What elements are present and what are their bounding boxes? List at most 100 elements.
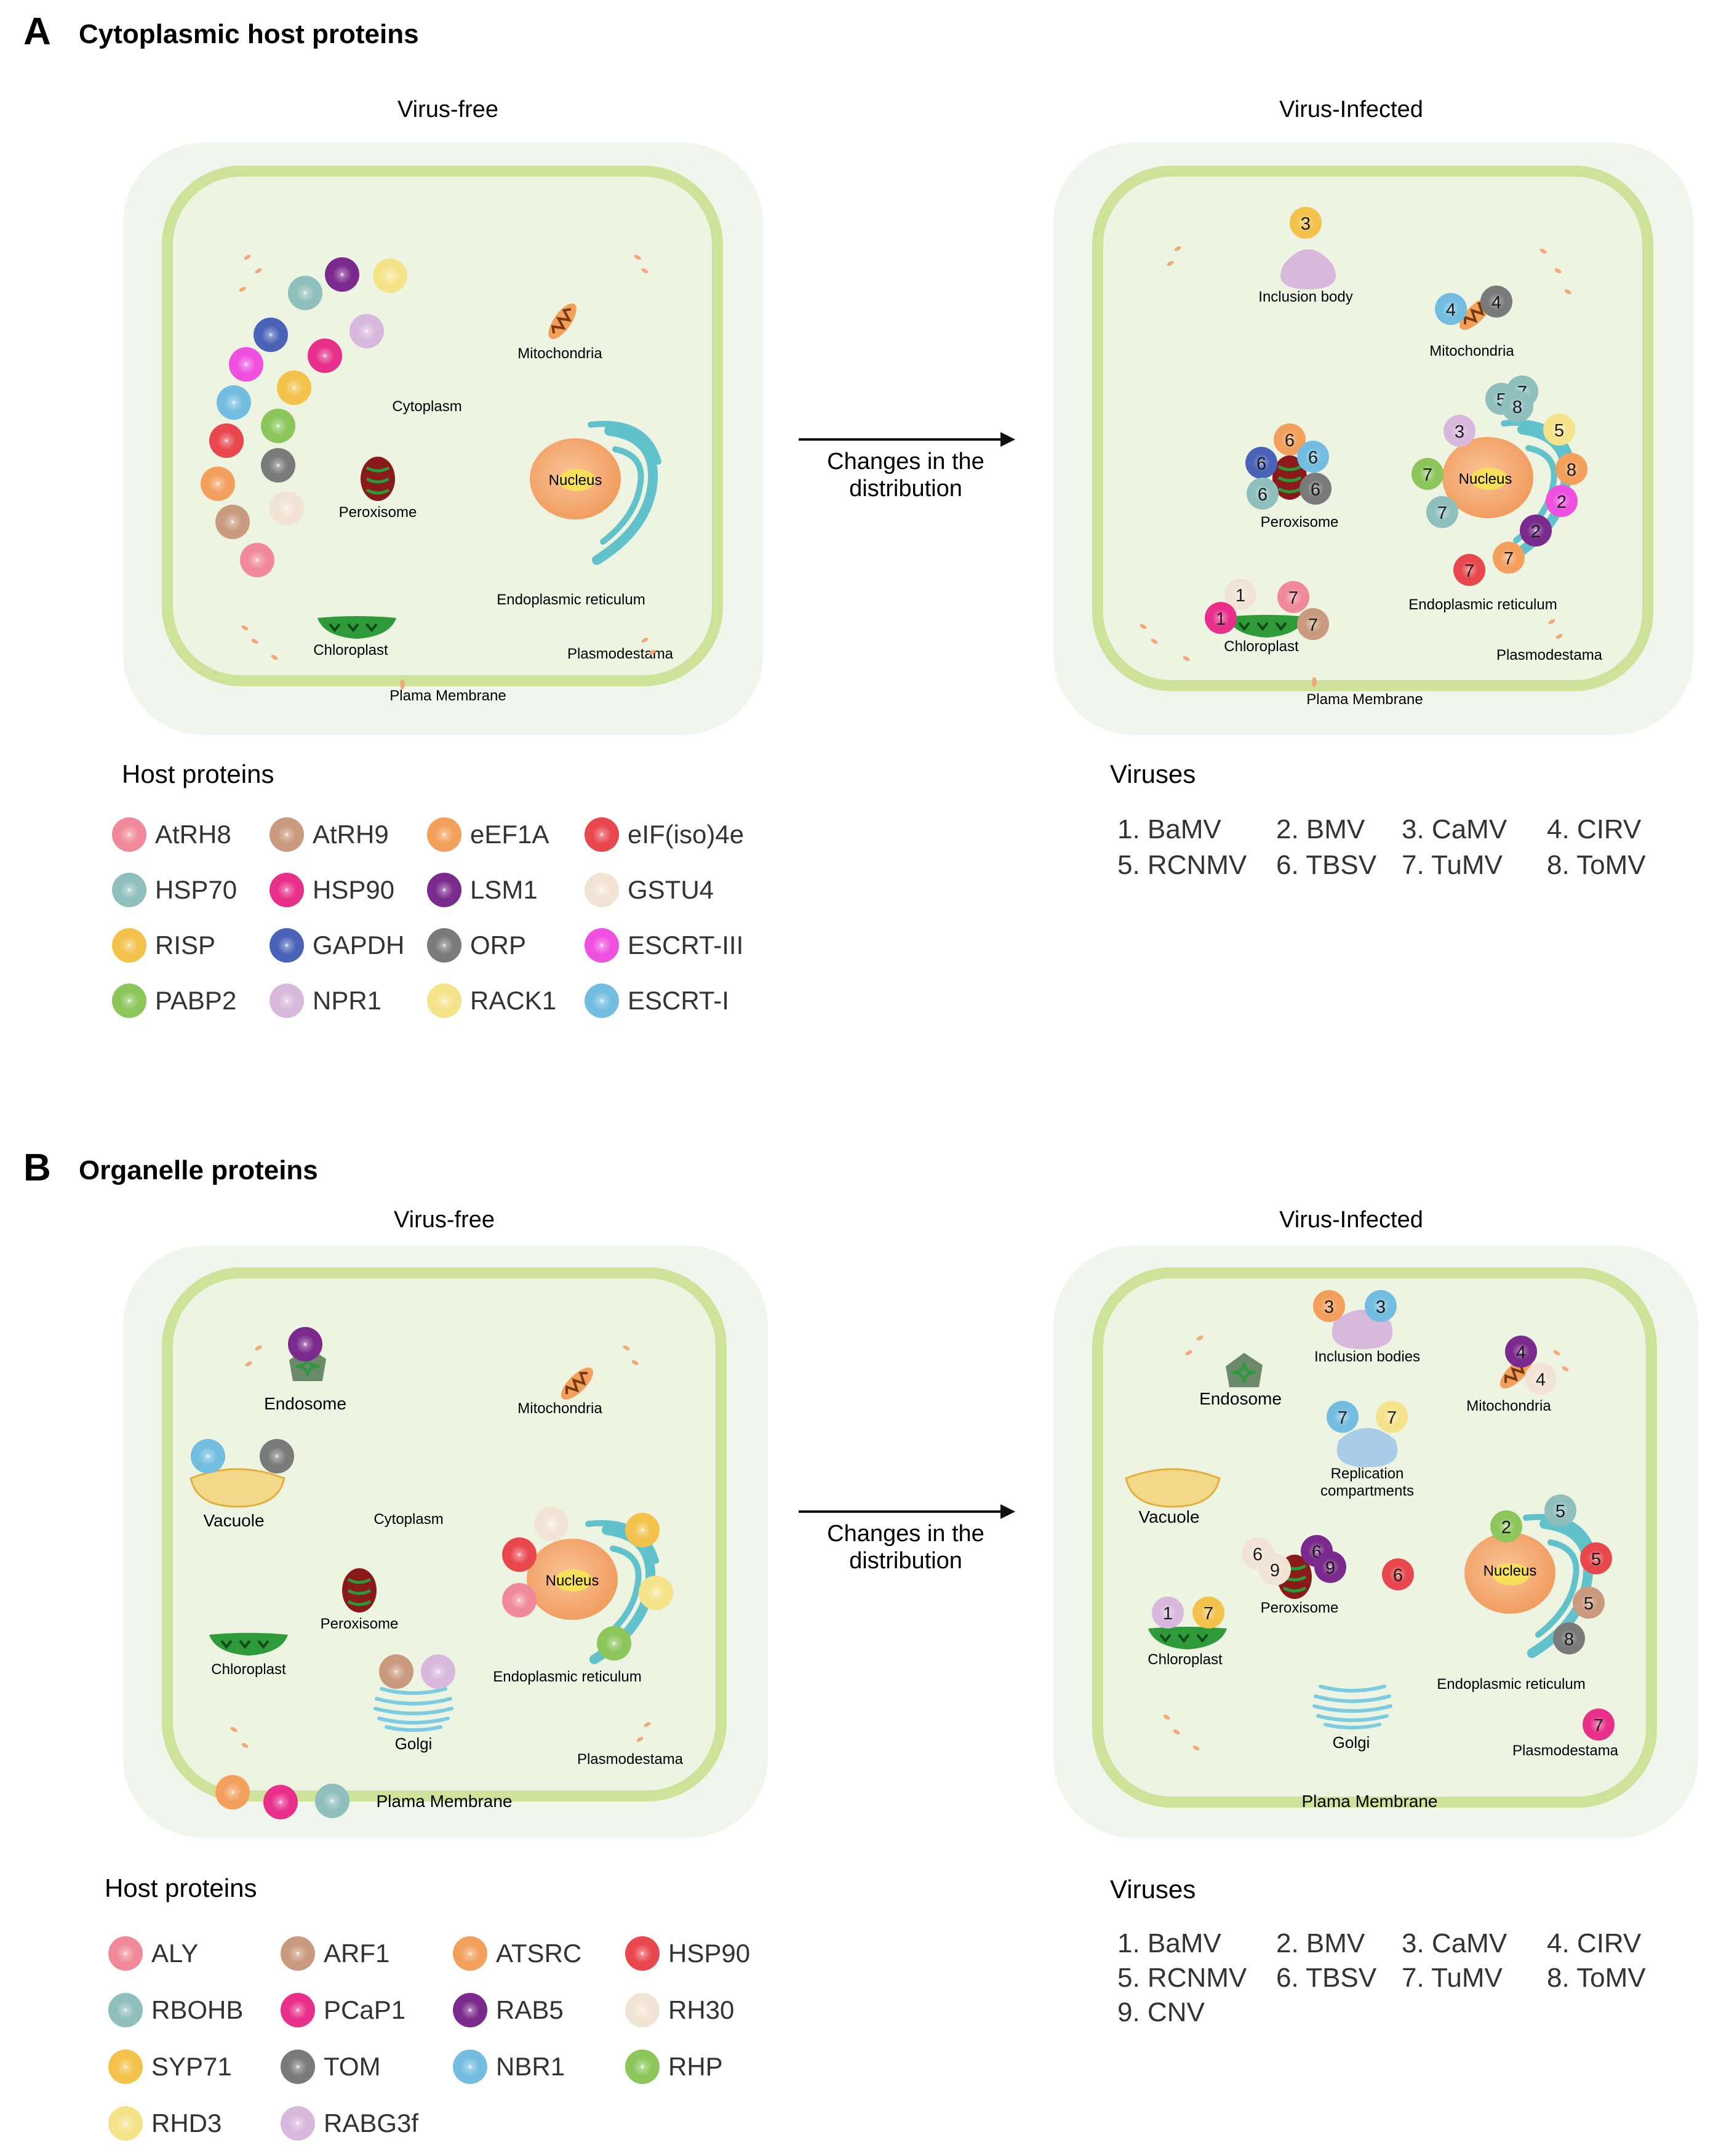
virus-list-item: 8. ToMV: [1547, 850, 1646, 880]
virus-badge: 7: [1412, 458, 1443, 490]
virus-badge: 7: [1493, 542, 1525, 574]
legend-swatch: [625, 1993, 660, 2027]
legend-item: PABP2: [112, 984, 236, 1018]
dot-shine: [277, 499, 297, 518]
label-endosome: Endosome: [1199, 1389, 1282, 1408]
label-nucleus: Nucleus: [1483, 1563, 1537, 1579]
viruses-a-title: Viruses: [1110, 759, 1196, 788]
chloroplast: [1148, 1627, 1227, 1649]
host-protein-dot: [201, 467, 235, 501]
dot-shine: [1372, 1297, 1390, 1315]
dot-shine: [322, 1791, 342, 1811]
host-protein-dot: [209, 423, 244, 458]
virus-badge: 4: [1480, 286, 1512, 318]
legend-label: RACK1: [470, 986, 556, 1015]
virus-badge-number: 4: [1536, 1370, 1546, 1390]
legend-label: RISP: [155, 931, 215, 960]
virus-badge: 6: [1297, 441, 1329, 473]
panel-b-left-title: Virus-free: [394, 1207, 495, 1233]
label-chloroplast: Chloroplast: [313, 642, 388, 659]
virus-badges: 344666663578582277771717: [1205, 207, 1587, 640]
virus-badge: 8: [1555, 453, 1587, 485]
golgi: [373, 1687, 453, 1732]
dot-shine: [509, 1545, 529, 1565]
host-protein-dot: [597, 1626, 631, 1661]
virus-badge: 5: [1580, 1542, 1612, 1574]
legend-swatch: [453, 2050, 487, 2084]
legend-swatch: [625, 2050, 660, 2084]
legend-item: AtRH9: [270, 817, 389, 852]
label-er: Endoplasmic reticulum: [1437, 1676, 1585, 1693]
panel-a-letter: A: [23, 10, 51, 53]
virus-badge-number: 7: [1423, 465, 1432, 485]
dot-shine: [1450, 422, 1469, 440]
dot-shine: [277, 936, 297, 955]
virus-badge-number: 7: [1288, 588, 1298, 608]
legend-item: RAB5: [453, 1993, 564, 2027]
dot-shine: [1199, 1603, 1218, 1622]
label-membrane: Plama Membrane: [1302, 1792, 1438, 1811]
dot-shine: [1284, 588, 1303, 606]
legend-label: ESCRT-III: [628, 931, 743, 960]
dot-shine: [284, 378, 304, 398]
dot-shine: [208, 474, 228, 494]
dot-shine: [592, 825, 612, 844]
virus-list-item: 7. TuMV: [1402, 850, 1503, 880]
legend-a-title: Host proteins: [122, 759, 274, 788]
dot-shine: [1231, 585, 1250, 604]
dot-shine: [1587, 1549, 1605, 1568]
legend-swatch: [427, 984, 461, 1018]
host-protein-dot: [215, 1775, 250, 1809]
virus-list-item: 9. CNV: [1117, 1997, 1205, 2027]
dot-shine: [1512, 1342, 1530, 1361]
legend-item: ARF1: [281, 1936, 389, 1971]
label-er: Endoplasmic reticulum: [493, 1669, 641, 1685]
legend-swatch: [427, 928, 461, 963]
dot-shine: [1320, 1297, 1338, 1315]
legend-item: ESCRT-III: [585, 928, 743, 963]
dot-shine: [1389, 1565, 1407, 1584]
label-peroxisome: Peroxisome: [321, 1616, 399, 1632]
dot-shine: [434, 991, 454, 1011]
host-protein-dot: [263, 1785, 298, 1819]
legend-swatch: [112, 928, 146, 963]
vacuole: [1125, 1468, 1221, 1508]
virus-badge: 7: [1426, 496, 1458, 528]
label-er: Endoplasmic reticulum: [497, 591, 645, 608]
virus-badge-number: 8: [1512, 398, 1522, 417]
host-protein-dot: [277, 371, 311, 405]
legend-label: ATSRC: [496, 1939, 581, 1968]
label-vacuole: Vacuole: [1138, 1507, 1199, 1526]
legend-swatch: [585, 928, 619, 963]
legend-item: RHP: [625, 2050, 723, 2084]
virus-badge: 3: [1443, 415, 1475, 447]
inclusion-body: [1280, 249, 1336, 289]
vacuole: [190, 1468, 286, 1508]
dot-shine: [1527, 521, 1545, 540]
virus-badge-number: 7: [1504, 549, 1514, 569]
dot-shine: [271, 1792, 290, 1812]
host-protein-dot: [217, 385, 251, 420]
dot-shine: [1579, 1593, 1598, 1612]
dot-shine: [646, 1583, 666, 1603]
dot-shine: [592, 991, 612, 1011]
legend-label: RHD3: [151, 2109, 222, 2138]
dot-shine: [198, 1446, 218, 1466]
dot-shine: [1252, 454, 1271, 472]
dot-shine: [633, 2057, 652, 2077]
virus-list-item: 6. TBSV: [1276, 850, 1377, 880]
legend-b-title: Host proteins: [105, 1873, 257, 1902]
virus-badge: 7: [1277, 581, 1309, 613]
dot-shine: [295, 1334, 315, 1354]
virus-badge: 7: [1583, 1709, 1615, 1741]
label-chloroplast: Chloroplast: [1148, 1651, 1223, 1668]
legend-swatch: [270, 817, 304, 852]
dot-shine: [277, 825, 297, 844]
peroxisome: [361, 457, 395, 501]
host-protein-dot: [373, 258, 407, 293]
legend-item: eEF1A: [427, 817, 549, 852]
